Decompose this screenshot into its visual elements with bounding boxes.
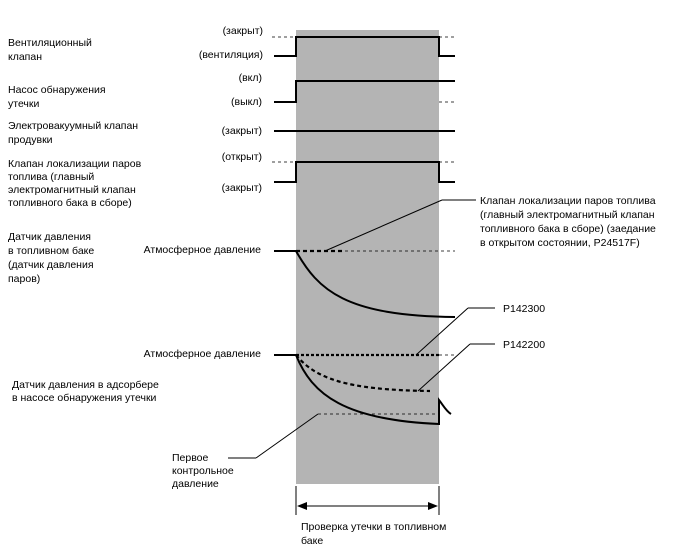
- callout-line: топливного бака в сборе) (заедание: [480, 223, 656, 235]
- leader-line: [324, 199, 443, 252]
- state-low-label: (вентиляция): [199, 49, 263, 61]
- callout-p142200: P142200: [417, 339, 545, 392]
- signal-vent-valve: Вентиляционный клапан (закрыт) (вентиляц…: [8, 25, 455, 63]
- test-zone: [296, 30, 439, 484]
- signal-label-line: топлива (главный: [8, 171, 94, 183]
- pressure-decay-curve: [295, 250, 456, 318]
- test-window-label: баке: [301, 535, 323, 547]
- callout-line: давление: [172, 478, 219, 490]
- signal-vapor-valve: Клапан локализации паров топлива (главны…: [8, 151, 455, 209]
- callout-first-control: Первое контрольное давление: [172, 413, 319, 490]
- signal-leak-pump: Насос обнаружения утечки (вкл) (выкл): [8, 72, 455, 110]
- signal-label-line: Электровакуумный клапан: [8, 120, 138, 132]
- sensor-label-line: (датчик давления: [8, 259, 94, 271]
- p142200-trace: [295, 354, 431, 393]
- sensor-label-line: Датчик давления: [8, 231, 91, 243]
- signal-purge-vsv: Электровакуумный клапан продувки (закрыт…: [8, 120, 455, 146]
- arrowhead-right: [428, 502, 438, 510]
- signal-label-line: утечки: [8, 98, 39, 110]
- sensor-label-line: Датчик давления в адсорбере: [12, 379, 159, 391]
- callout-line: в открытом состоянии, P24517F): [480, 237, 640, 249]
- test-window-label: Проверка утечки в топливном: [301, 521, 446, 533]
- callout-vapor-valve-stuck: Клапан локализации паров топлива (главны…: [324, 195, 656, 252]
- sensor-label-line: в насосе обнаружения утечки: [12, 392, 157, 404]
- leader-line: [415, 307, 469, 356]
- signal-label-line: Вентиляционный: [8, 37, 92, 49]
- pressure-decay-curve: [295, 354, 452, 426]
- canister-pressure-sensor: Атмосферное давление Датчик давления в а…: [12, 348, 455, 426]
- arrowhead-left: [297, 502, 307, 510]
- signal-label-line: электромагнитный клапан: [8, 184, 136, 196]
- callout-line: Первое: [172, 452, 209, 464]
- signal-label-line: Клапан локализации паров: [8, 158, 142, 170]
- callout-p142300: P142300: [415, 303, 545, 356]
- sensor-label-line: в топливном баке: [8, 245, 94, 257]
- atmospheric-pressure-label: Атмосферное давление: [144, 348, 262, 360]
- tank-pressure-sensor: Датчик давления в топливном баке (датчик…: [8, 231, 456, 318]
- state-high-label: (закрыт): [223, 25, 263, 37]
- state-high-label: (вкл): [239, 72, 262, 84]
- signal-trace: [274, 161, 455, 183]
- atmospheric-pressure-label: Атмосферное давление: [144, 244, 262, 256]
- state-low-label: (выкл): [231, 96, 262, 108]
- callout-line: (главный электромагнитный клапан: [480, 209, 655, 221]
- callout-line: Клапан локализации паров топлива: [480, 195, 656, 207]
- leader-line: [255, 413, 319, 459]
- signal-trace: [274, 36, 455, 57]
- state-high-label: (закрыт): [222, 125, 262, 137]
- signal-label-line: продувки: [8, 134, 53, 146]
- sensor-label-line: паров): [8, 273, 40, 285]
- signal-label-line: клапан: [8, 51, 42, 63]
- callout-line: контрольное: [172, 465, 234, 477]
- callout-label: P142300: [503, 303, 545, 315]
- leader-line: [417, 343, 471, 392]
- state-high-label: (открыт): [222, 151, 262, 163]
- signal-label-line: Насос обнаружения: [8, 84, 106, 96]
- signal-trace: [274, 80, 455, 103]
- signal-label-line: топливного бака в сборе): [8, 197, 132, 209]
- state-low-label: (закрыт): [222, 182, 262, 194]
- test-window-bracket: Проверка утечки в топливном баке: [295, 486, 446, 547]
- callout-label: P142200: [503, 339, 545, 351]
